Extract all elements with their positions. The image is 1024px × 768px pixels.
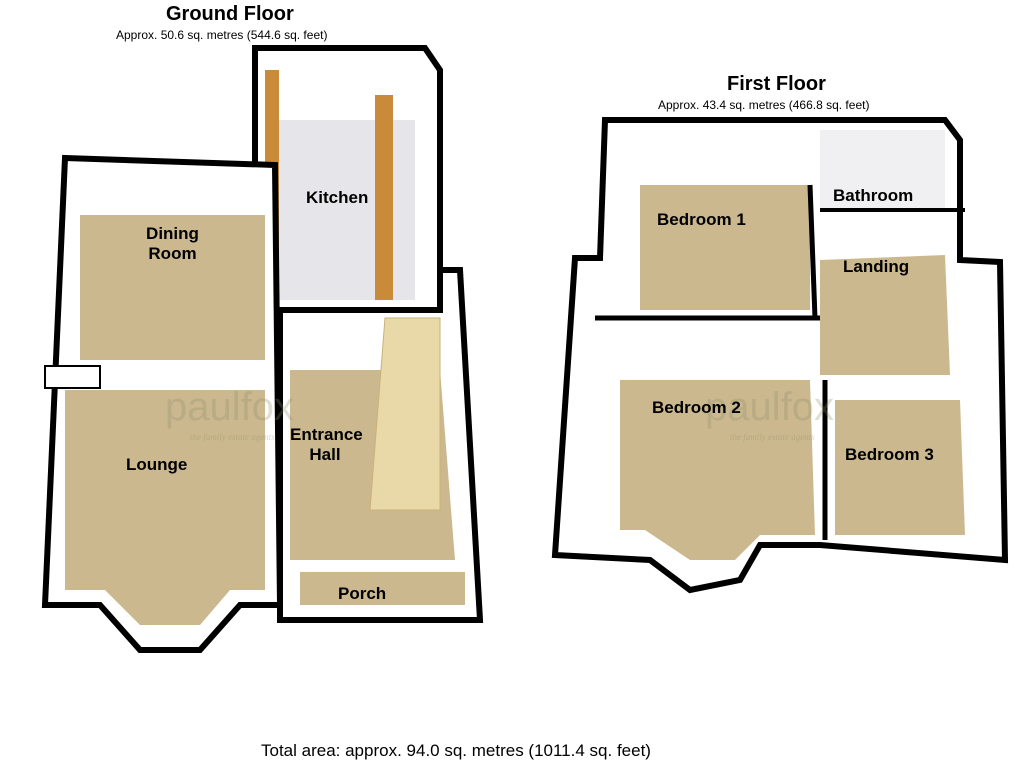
total-area: Total area: approx. 94.0 sq. metres (101… (261, 741, 651, 760)
bedroom2-floor (620, 380, 815, 560)
watermark-tagline: the family estate agents (190, 432, 275, 442)
room-label-bedroom-2: Bedroom 2 (652, 398, 741, 417)
ground-floor-title: Ground Floor (166, 3, 294, 25)
ground-floor-area: Approx. 50.6 sq. metres (544.6 sq. feet) (116, 28, 328, 42)
first-floor-title: First Floor (727, 73, 826, 95)
room-label-dining-room: Dining Room (146, 224, 199, 263)
kitchen-counter-right (375, 95, 393, 300)
stairs (369, 317, 441, 511)
bedroom3-floor (835, 400, 965, 535)
porch-floor (300, 572, 465, 605)
watermark-brand-2: paulfox (705, 385, 834, 429)
first-floor-area: Approx. 43.4 sq. metres (466.8 sq. feet) (658, 98, 870, 112)
watermark-tagline-2: the family estate agents (730, 432, 815, 442)
kitchen-floor (272, 120, 415, 300)
room-label-bedroom-1: Bedroom 1 (657, 210, 746, 229)
lounge-floor (65, 390, 265, 625)
dining-floor (80, 215, 265, 360)
room-label-bathroom: Bathroom (833, 186, 914, 205)
bathroom-floor (820, 130, 945, 210)
room-label-entrance-hall: Entrance Hall (290, 425, 363, 464)
landing-floor (820, 255, 950, 375)
room-label-landing: Landing (843, 257, 910, 276)
bedroom1-floor (640, 185, 810, 310)
lounge-divider-wall (44, 365, 101, 389)
ground-floor-plan (41, 45, 484, 653)
watermark-brand: paulfox (165, 385, 294, 429)
room-label-kitchen: Kitchen (306, 188, 369, 207)
room-label-bedroom-3: Bedroom 3 (845, 445, 934, 464)
first-floor-plan (551, 117, 1009, 594)
room-label-lounge: Lounge (126, 455, 188, 474)
room-label-porch: Porch (338, 584, 387, 603)
